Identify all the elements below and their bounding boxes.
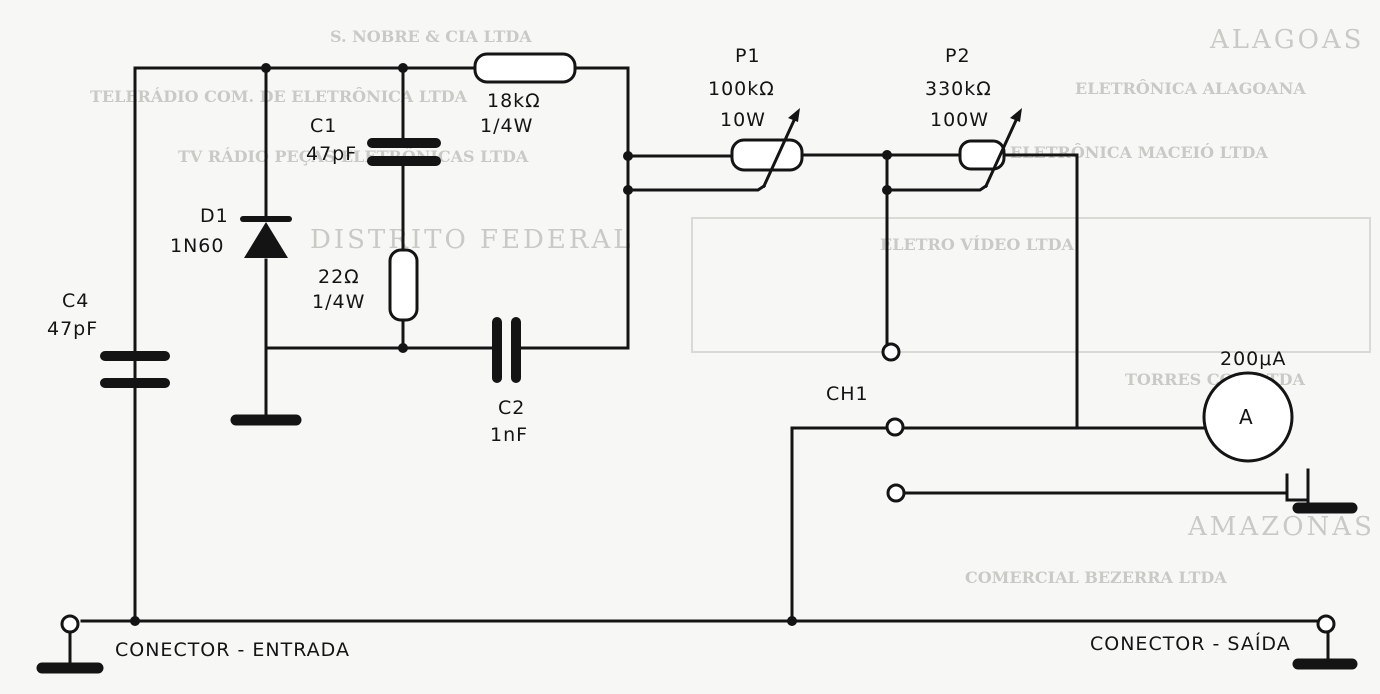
c4-ref: C4 (62, 290, 89, 312)
r1-power: 1/4W (480, 115, 533, 137)
r2-power: 1/4W (312, 291, 365, 313)
ch1-terminal-common (885, 417, 905, 437)
output-connector-label: CONECTOR - SAÍDA (1090, 632, 1291, 655)
bleed-heading-3: DISTRITO FEDERAL (310, 225, 634, 255)
wires (68, 66, 1330, 668)
potentiometer-p1: P1 100kΩ 10W (708, 45, 804, 188)
junctions (130, 63, 892, 626)
bleed-line-8: COMERCIAL BEZERRA LTDA (965, 568, 1227, 587)
p2-ref: P2 (945, 45, 971, 67)
resistor-r1: 18kΩ 1/4W (473, 52, 577, 137)
bleed-line-5: ELETRÔNICA MACEIÓ LTDA (1010, 142, 1268, 162)
capacitor-c4: C4 47pF (47, 290, 170, 388)
meter-value: 200μA (1220, 348, 1286, 370)
potentiometer-p2: P2 330kΩ 100W (925, 45, 1022, 188)
ammeter: A 200μA (1202, 348, 1294, 463)
capacitor-c1: C1 47pF (306, 115, 441, 166)
p2-power: 100W (930, 109, 989, 131)
switch-ch1: CH1 (826, 342, 906, 503)
d1-value: 1N60 (170, 235, 224, 257)
c2-value: 1nF (490, 424, 528, 446)
output-terminal (1316, 614, 1336, 634)
bleed-box (691, 217, 1371, 353)
p1-value: 100kΩ (708, 78, 775, 100)
diode-d1: D1 1N60 (170, 205, 292, 258)
ch1-terminal-lower (886, 483, 906, 503)
meter-symbol: A (1239, 405, 1254, 429)
ch1-terminal-upper (881, 342, 901, 362)
capacitor-c2: C2 1nF (490, 317, 528, 446)
bleed-line-4: ELETRÔNICA ALAGOANA (1075, 78, 1306, 98)
resistor-r2: 22Ω 1/4W (312, 248, 419, 322)
input-connector-label: CONECTOR - ENTRADA (115, 639, 350, 661)
r2-value: 22Ω (318, 266, 360, 288)
c4-value: 47pF (47, 318, 98, 340)
p1-power: 10W (720, 109, 766, 131)
connector-output: CONECTOR - SAÍDA (1090, 614, 1358, 670)
connector-input: CONECTOR - ENTRADA (36, 614, 350, 674)
c1-value: 47pF (306, 143, 357, 165)
d1-ref: D1 (200, 205, 229, 227)
bleed-line-6: ELETRO VÍDEO LTDA (880, 234, 1075, 254)
bleed-heading-2: AMAZONAS (1187, 512, 1375, 542)
p1-ref: P1 (735, 45, 761, 67)
ch1-ref: CH1 (826, 383, 869, 405)
c1-ref: C1 (310, 115, 337, 137)
c2-ref: C2 (498, 397, 525, 419)
bleed-heading-1: ALAGOAS (1209, 25, 1365, 55)
p2-value: 330kΩ (925, 78, 992, 100)
r1-value: 18kΩ (487, 90, 541, 112)
input-terminal (60, 614, 80, 634)
bleed-line-2: TELERÁDIO COM. DE ELETRÔNICA LTDA (90, 86, 468, 106)
bleed-line-1: S. NOBRE & CIA LTDA (330, 27, 532, 46)
